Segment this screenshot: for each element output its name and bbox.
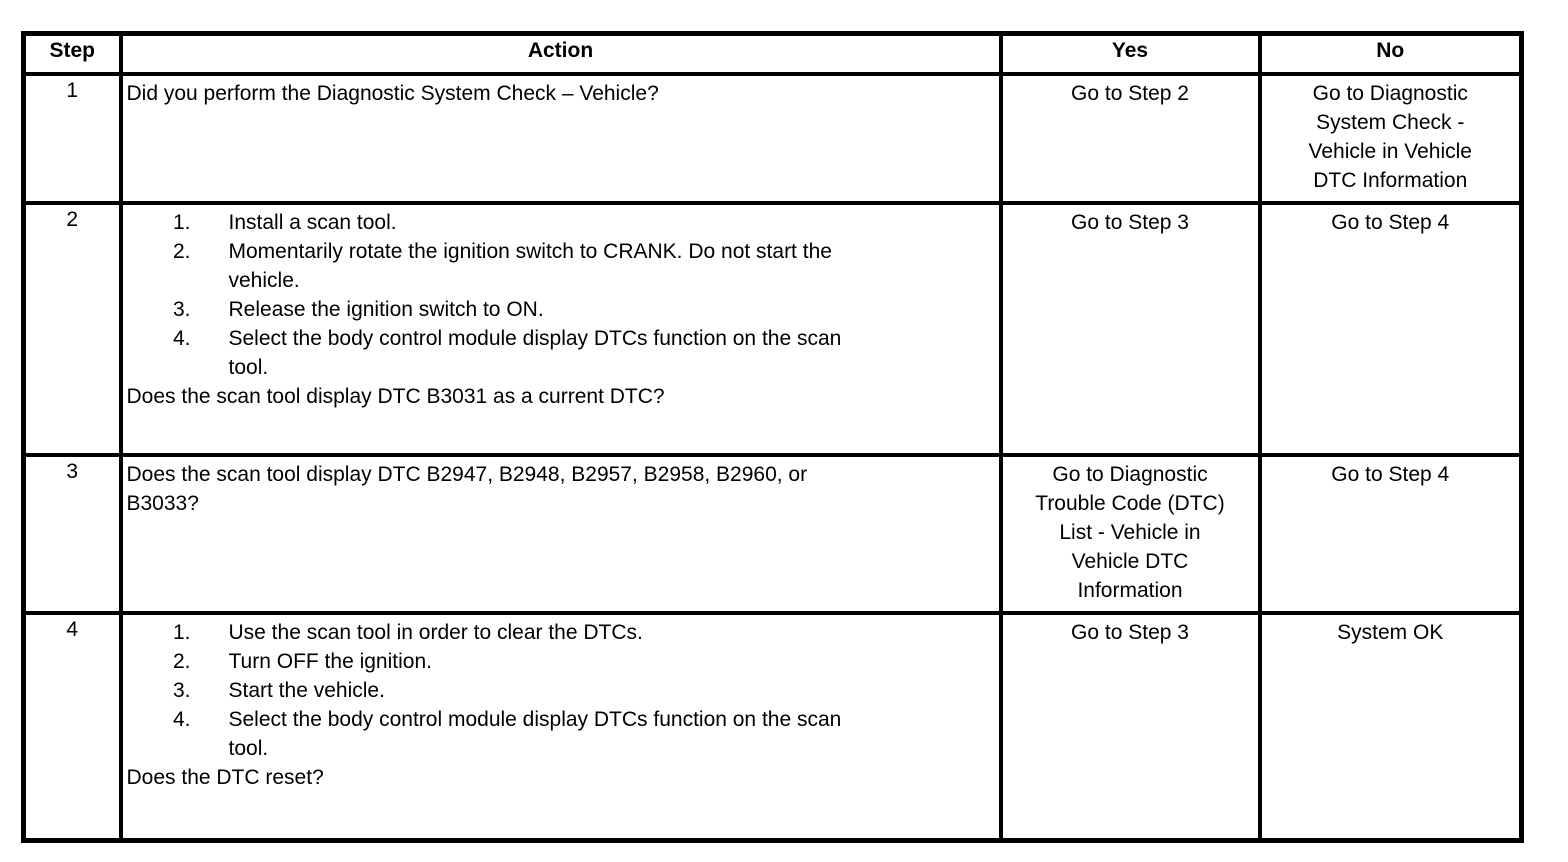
list-item: 3. Release the ignition switch to ON.: [127, 295, 993, 324]
action-question: Did you perform the Diagnostic System Ch…: [126, 81, 659, 105]
no-cell: Go to Step 4: [1257, 452, 1524, 615]
action-content: 1. Use the scan tool in order to clear th…: [123, 615, 999, 797]
action-cell: 1. Install a scan tool. 2. Momentarily rota…: [118, 200, 1003, 457]
header-action: Action: [118, 31, 1003, 76]
action-question: Does the DTC reset?: [126, 765, 324, 789]
list-item-number: 3.: [172, 678, 191, 702]
list-item-text: Turn OFF the ignition.: [228, 649, 432, 673]
action-question: Does the scan tool display DTC B2947, B2…: [126, 462, 808, 515]
yes-cell: Go to Step 2: [998, 71, 1262, 205]
list-item-number: 4.: [172, 326, 191, 350]
list-item: 4. Select the body control module display…: [127, 705, 993, 763]
list-item-text: Use the scan tool in order to clear the …: [228, 620, 643, 644]
list-item-number: 1.: [172, 620, 191, 644]
step-number: 1: [21, 71, 123, 205]
no-text: Go to Step 4: [1331, 462, 1450, 486]
action-content: Did you perform the Diagnostic System Ch…: [123, 76, 999, 113]
yes-text: Go to Step 2: [1071, 81, 1189, 105]
yes-text: Go to Step 3: [1071, 210, 1189, 234]
list-item-text: Release the ignition switch to ON.: [228, 297, 544, 321]
step-number: 4: [21, 610, 123, 843]
list-item-number: 2.: [172, 649, 191, 673]
action-list: 1. Install a scan tool. 2. Momentarily rota…: [127, 208, 993, 382]
yes-content: Go to Step 3: [1003, 205, 1258, 242]
no-cell: System OK: [1257, 610, 1524, 843]
list-item: 1. Use the scan tool in order to clear th…: [127, 618, 993, 647]
header-row: Step Action Yes No: [21, 31, 1524, 76]
step-number: 2: [21, 200, 123, 457]
yes-cell: Go to Diagnostic Trouble Code (DTC) List…: [998, 452, 1262, 615]
list-item-number: 4.: [172, 707, 191, 731]
list-item-text: Install a scan tool.: [228, 210, 397, 234]
step-number: 3: [21, 452, 123, 615]
yes-text: Go to Step 3: [1071, 620, 1189, 644]
yes-content: Go to Step 3: [1003, 615, 1258, 652]
no-text: Go to Step 4: [1331, 210, 1450, 234]
list-item: 3. Start the vehicle.: [127, 676, 993, 705]
action-content: 1. Install a scan tool. 2. Momentarily rota…: [123, 205, 999, 416]
no-cell: Go to Step 4: [1257, 200, 1524, 457]
list-item: 1. Install a scan tool.: [127, 208, 993, 237]
action-list: 1. Use the scan tool in order to clear th…: [127, 618, 993, 763]
header-yes: Yes: [998, 31, 1262, 76]
no-text: Go to Diagnostic System Check - Vehicle …: [1308, 81, 1472, 192]
list-item-text: Select the body control module display D…: [228, 326, 842, 379]
list-item-number: 1.: [172, 210, 191, 234]
table-row-step-2: 2 1. Install a scan tool. 2. Momentarily rot…: [21, 200, 1524, 457]
header-step: Step: [21, 31, 123, 76]
yes-content: Go to Diagnostic Trouble Code (DTC) List…: [1003, 457, 1258, 610]
list-item-text: Start the vehicle.: [228, 678, 385, 702]
list-item-text: Select the body control module display D…: [228, 707, 842, 760]
action-cell: Did you perform the Diagnostic System Ch…: [118, 71, 1003, 205]
yes-cell: Go to Step 3: [998, 610, 1262, 843]
no-content: System OK: [1262, 615, 1520, 652]
yes-content: Go to Step 2: [1003, 76, 1258, 113]
list-item: 2. Momentarily rotate the ignition switch…: [127, 237, 993, 295]
list-item-number: 3.: [172, 297, 191, 321]
action-content: Does the scan tool display DTC B2947, B2…: [123, 457, 999, 523]
list-item-text: Momentarily rotate the ignition switch t…: [228, 239, 832, 292]
yes-cell: Go to Step 3: [998, 200, 1262, 457]
action-question: Does the scan tool display DTC B3031 as …: [126, 384, 665, 408]
no-text: System OK: [1337, 620, 1444, 644]
no-content: Go to Diagnostic System Check - Vehicle …: [1262, 76, 1520, 200]
no-content: Go to Step 4: [1262, 457, 1520, 494]
action-cell: Does the scan tool display DTC B2947, B2…: [118, 452, 1003, 615]
table-row-step-4: 4 1. Use the scan tool in order to clear t…: [21, 610, 1524, 843]
header-no: No: [1257, 31, 1524, 76]
table-header: Step Action Yes No: [21, 31, 1524, 76]
list-item: 4. Select the body control module display…: [127, 324, 993, 382]
yes-text: Go to Diagnostic Trouble Code (DTC) List…: [1035, 462, 1225, 602]
list-item-number: 2.: [172, 239, 191, 263]
list-item: 2. Turn OFF the ignition.: [127, 647, 993, 676]
no-content: Go to Step 4: [1262, 205, 1520, 242]
action-cell: 1. Use the scan tool in order to clear th…: [118, 610, 1003, 843]
no-cell: Go to Diagnostic System Check - Vehicle …: [1257, 71, 1524, 205]
